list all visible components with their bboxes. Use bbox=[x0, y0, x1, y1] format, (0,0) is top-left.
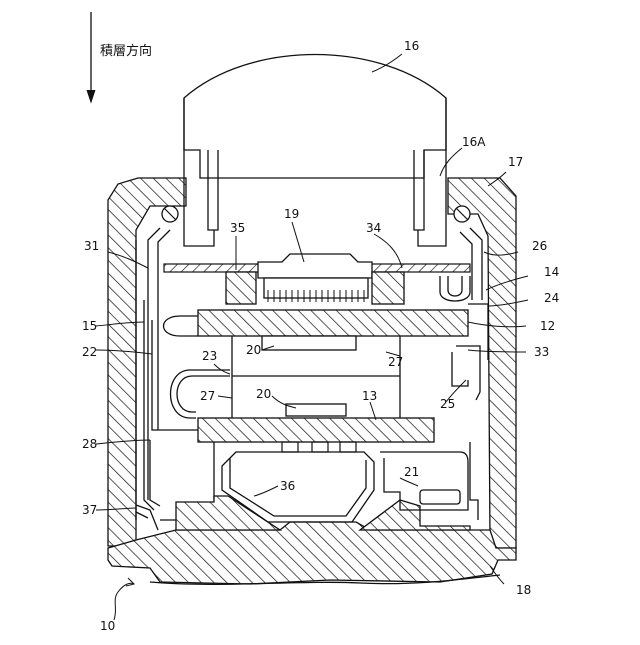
seal-37 bbox=[136, 505, 158, 530]
label-28: 28 bbox=[82, 437, 97, 451]
circuit-board-13 bbox=[198, 418, 434, 442]
element-36-cup-inner bbox=[230, 458, 366, 516]
o-ring-left bbox=[162, 206, 178, 222]
label-27-lower: 27 bbox=[200, 389, 215, 403]
circuit-board-12 bbox=[198, 310, 468, 336]
cap-inner-left bbox=[184, 230, 214, 246]
label-15: 15 bbox=[82, 319, 97, 333]
label-17: 17 bbox=[508, 155, 523, 169]
o-ring-right bbox=[454, 206, 470, 222]
label-34: 34 bbox=[366, 221, 381, 235]
label-26: 26 bbox=[532, 239, 547, 253]
base-18 bbox=[108, 522, 516, 584]
label-12: 12 bbox=[540, 319, 555, 333]
label-19: 19 bbox=[284, 207, 299, 221]
label-18: 18 bbox=[516, 583, 531, 597]
sensor-19-housing bbox=[258, 254, 372, 278]
label-20-upper: 20 bbox=[246, 343, 261, 357]
lower-wall-right bbox=[470, 442, 478, 520]
cap-16 bbox=[184, 55, 446, 179]
label-37: 37 bbox=[82, 503, 97, 517]
stacking-direction-arrow bbox=[87, 12, 95, 102]
label-13: 13 bbox=[362, 389, 377, 403]
element-36 bbox=[176, 496, 280, 530]
contacts bbox=[282, 442, 356, 452]
cap-inner-right bbox=[418, 230, 446, 246]
flex-cable-23 bbox=[164, 316, 199, 336]
label-31: 31 bbox=[84, 239, 99, 253]
label-20-lower: 20 bbox=[256, 387, 271, 401]
label-21: 21 bbox=[404, 465, 419, 479]
label-25: 25 bbox=[440, 397, 455, 411]
label-16a: 16A bbox=[462, 135, 486, 149]
spacer-35-left bbox=[226, 272, 256, 304]
label-35: 35 bbox=[230, 221, 245, 235]
spacer-35-right bbox=[372, 272, 404, 304]
label-10: 10 bbox=[100, 619, 115, 633]
label-14: 14 bbox=[544, 265, 559, 279]
outer-housing-17 bbox=[108, 178, 186, 546]
label-24: 24 bbox=[544, 291, 559, 305]
connector-14 bbox=[440, 276, 470, 301]
label-33: 33 bbox=[534, 345, 549, 359]
component-20-lower bbox=[286, 404, 346, 416]
stacking-direction-label: 積層方向 bbox=[100, 43, 152, 59]
frame-15 bbox=[136, 240, 154, 520]
label-36: 36 bbox=[280, 479, 295, 493]
label-23: 23 bbox=[202, 349, 217, 363]
component-20-upper bbox=[262, 336, 356, 350]
component-21-chip bbox=[420, 490, 460, 504]
label-16: 16 bbox=[404, 39, 419, 53]
label-22: 22 bbox=[82, 345, 97, 359]
label-27-upper: 27 bbox=[388, 355, 403, 369]
